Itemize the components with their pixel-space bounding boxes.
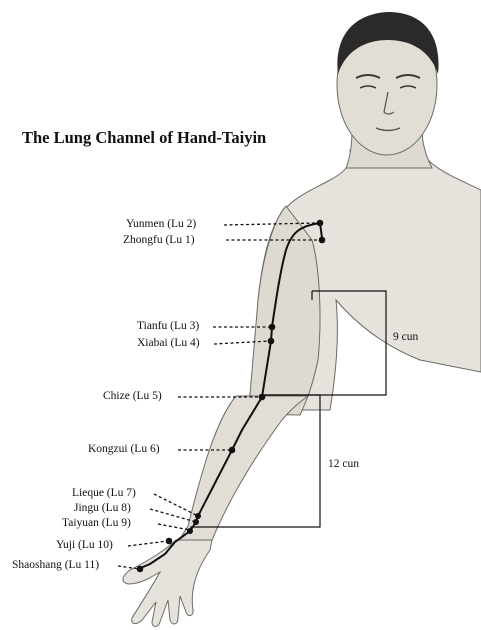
label-lu7: Lieque (Lu 7) — [72, 487, 136, 500]
label-lu4: Xiabai (Lu 4) — [137, 337, 200, 350]
point-lu2 — [317, 220, 324, 227]
point-lu10 — [166, 538, 173, 545]
measurement-9-cun: 9 cun — [393, 331, 418, 344]
hand-outline — [123, 540, 212, 627]
label-lu1: Zhongfu (Lu 1) — [123, 234, 195, 247]
measurement-12-cun: 12 cun — [328, 458, 359, 471]
leader-lu7 — [154, 494, 196, 515]
label-lu11: Shaoshang (Lu 11) — [12, 559, 99, 572]
point-lu1 — [319, 237, 326, 244]
upper-arm-outline — [232, 206, 320, 415]
label-lu9: Taiyuan (Lu 9) — [62, 517, 131, 530]
label-lu3: Tianfu (Lu 3) — [137, 320, 199, 333]
label-lu2: Yunmen (Lu 2) — [126, 218, 196, 231]
point-lu5 — [259, 394, 266, 401]
diagram-title: The Lung Channel of Hand-Taiyin — [22, 128, 266, 148]
point-lu7 — [195, 513, 201, 519]
label-lu10: Yuji (Lu 10) — [56, 539, 113, 552]
leader-lu10 — [128, 541, 168, 546]
point-lu3 — [269, 324, 276, 331]
label-lu8: Jingu (Lu 8) — [74, 502, 131, 515]
point-lu8 — [193, 519, 199, 525]
point-lu11 — [137, 566, 144, 573]
label-lu6: Kongzui (Lu 6) — [88, 443, 160, 456]
leader-lu9 — [158, 524, 190, 530]
point-lu6 — [229, 447, 236, 454]
point-lu9 — [187, 528, 193, 534]
label-lu5: Chize (Lu 5) — [103, 390, 162, 403]
point-lu4 — [268, 338, 275, 345]
